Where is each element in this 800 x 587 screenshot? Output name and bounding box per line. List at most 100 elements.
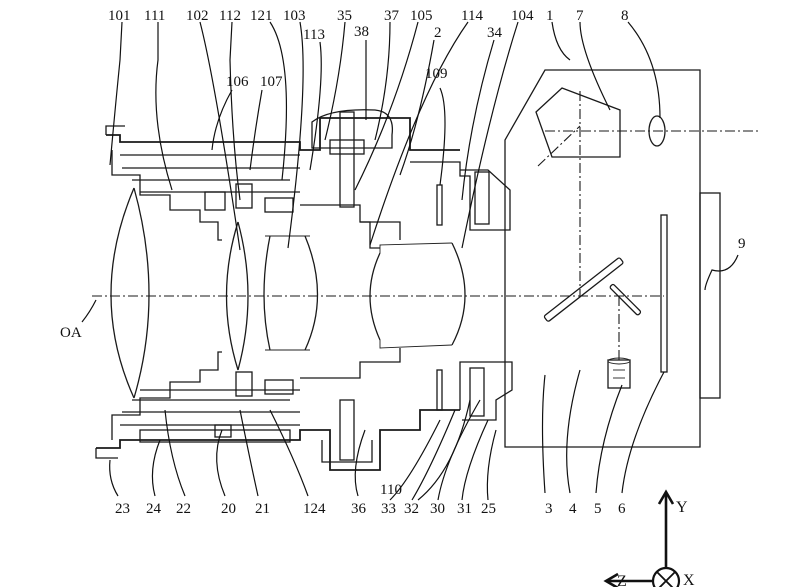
outer-barrel-lower [96, 409, 460, 471]
leader-124 [269, 409, 309, 497]
label-7: 7 [576, 8, 584, 24]
leader-1 [551, 21, 571, 61]
label-33: 33 [381, 501, 396, 517]
switch-base-36 [321, 440, 373, 463]
switch-shaft-36 [339, 399, 355, 461]
leader-101 [109, 21, 123, 166]
x-axis-into-page-icon [651, 566, 681, 587]
label-121: 121 [250, 8, 273, 24]
diaphragm-unit-lower [235, 371, 253, 397]
mount-upper [410, 161, 511, 231]
label-110: 110 [380, 482, 402, 498]
axis-label-x: X [683, 572, 695, 587]
barrel-inner-step-lower [300, 348, 401, 379]
label-104: 104 [511, 8, 534, 24]
barrel-rings-upper [120, 154, 300, 193]
cam-follower-upper [264, 197, 294, 213]
leader-110 [411, 409, 456, 501]
lens-104-rear [451, 242, 466, 346]
leader-35 [324, 21, 346, 141]
leader-5 [595, 384, 623, 494]
leader-106 [211, 89, 233, 151]
lens-103-front [263, 235, 271, 351]
leader-6 [621, 371, 665, 494]
leader-2 [399, 39, 435, 176]
eyepiece-lens [648, 115, 666, 147]
leader-25 [486, 429, 497, 501]
label-35: 35 [337, 8, 352, 24]
leader-37 [374, 21, 391, 141]
lens-104-front [369, 252, 381, 341]
label-112: 112 [219, 8, 241, 24]
lens-104-holder-upper [360, 221, 380, 249]
mount-contact-upper [474, 171, 490, 225]
label-OA: OA [60, 325, 82, 341]
coordinate-axes: Y Z X [603, 489, 695, 587]
leader-121 [269, 21, 288, 181]
switch-shaft-38 [339, 111, 355, 208]
leader-107 [249, 89, 263, 171]
leader-21 [239, 409, 259, 497]
leader-24 [151, 439, 161, 497]
label-103: 103 [283, 8, 306, 24]
leader-31 [461, 419, 489, 501]
inner-barrel-lower [111, 351, 222, 440]
label-30: 30 [430, 501, 445, 517]
label-102: 102 [186, 8, 209, 24]
focus-ring-24 [139, 429, 291, 443]
label-124: 124 [303, 501, 326, 517]
leader-113 [309, 41, 322, 171]
baffle-109 [436, 184, 443, 226]
label-3: 3 [545, 501, 553, 517]
label-5: 5 [594, 501, 602, 517]
leader-102 [199, 21, 241, 251]
filter-thread-lower [95, 448, 118, 459]
pentaprism [535, 87, 621, 158]
rear-display [699, 192, 721, 399]
leader-36 [354, 429, 366, 497]
barrel-inner-step-upper [300, 204, 401, 240]
gear-block-upper [204, 191, 226, 211]
x-cross [658, 571, 676, 587]
cam-follower-lower [264, 379, 294, 395]
leader-112 [229, 21, 241, 201]
label-6: 6 [618, 501, 626, 517]
front-lens-front-surface [110, 187, 135, 399]
axis-label-y: Y [676, 499, 688, 516]
barrel-rings-lower [120, 389, 300, 426]
label-8: 8 [621, 8, 629, 24]
label-113: 113 [303, 27, 325, 43]
label-21: 21 [255, 501, 270, 517]
baffle-lower [436, 369, 443, 411]
label-23: 23 [115, 501, 130, 517]
gear-20 [214, 424, 232, 438]
switch-ring-37 [329, 139, 365, 155]
leader-111 [155, 22, 173, 191]
leader-33 [389, 419, 441, 501]
switch-housing-35 [311, 109, 394, 149]
label-109: 109 [425, 66, 448, 82]
sub-mirror [609, 283, 642, 316]
leader-4 [566, 369, 581, 494]
label-32: 32 [404, 501, 419, 517]
label-4: 4 [569, 501, 577, 517]
label-107: 107 [260, 74, 283, 90]
leader-23 [109, 459, 119, 497]
af-sensor [607, 359, 631, 389]
mount-lower [459, 361, 513, 421]
af-sensor-top [607, 357, 631, 365]
diaphragm-unit-upper [235, 183, 253, 209]
leader-114 [369, 21, 469, 246]
label-106: 106 [226, 74, 249, 90]
label-31: 31 [457, 501, 472, 517]
leader-7 [579, 21, 611, 111]
label-24: 24 [146, 501, 162, 517]
leader-109 [439, 87, 446, 186]
label-114: 114 [461, 8, 483, 24]
label-22: 22 [176, 501, 191, 517]
label-2: 2 [434, 25, 442, 41]
label-105: 105 [410, 8, 433, 24]
filter-thread-upper [105, 125, 125, 135]
image-sensor [660, 214, 668, 373]
leader-32 [417, 399, 471, 501]
